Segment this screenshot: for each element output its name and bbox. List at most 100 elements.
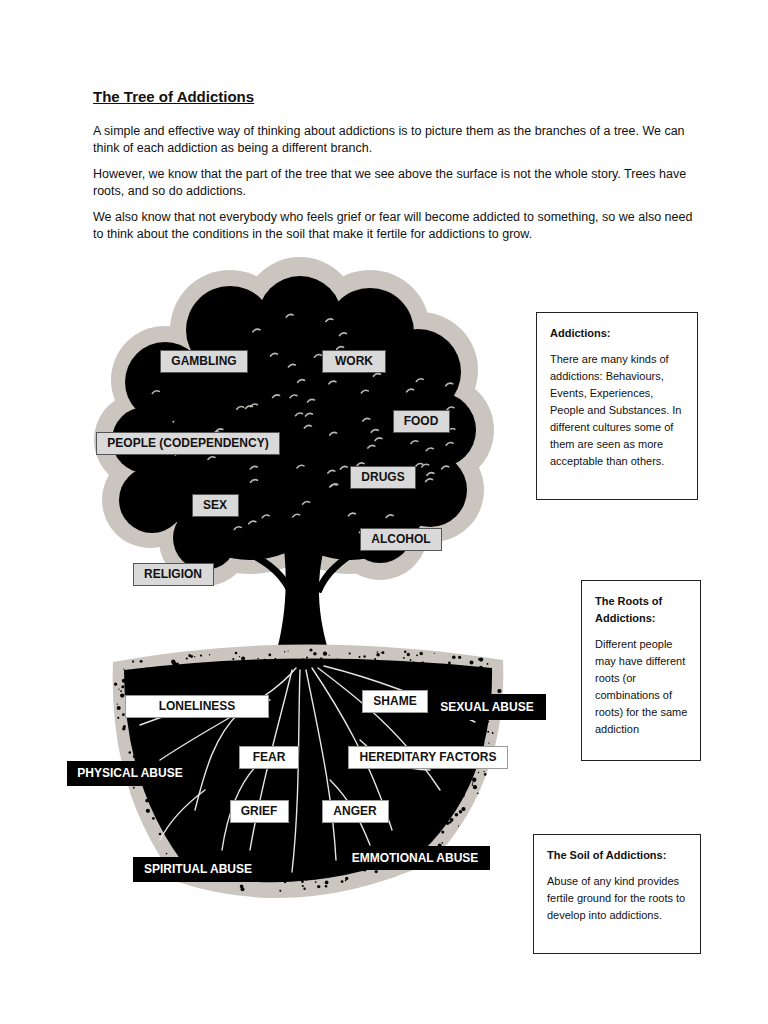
leaf-highlight (375, 438, 382, 441)
speckle (186, 657, 188, 659)
speckle (457, 782, 461, 786)
page-title: The Tree of Addictions (93, 88, 254, 105)
leaf-highlight (407, 389, 414, 392)
addiction-branch-label: SEX (192, 494, 239, 517)
leaf-highlight (416, 379, 423, 382)
speckle (235, 652, 238, 655)
speckle (133, 755, 136, 758)
speckle (360, 667, 361, 668)
speckle (263, 659, 267, 663)
speckle (363, 655, 365, 657)
label-text: GRIEF (240, 801, 279, 822)
speckle (166, 834, 169, 837)
speckle (268, 654, 271, 657)
speckle (159, 833, 162, 836)
leaf-highlight (251, 480, 258, 483)
speckle (122, 679, 126, 683)
speckle (329, 655, 330, 656)
speckle (132, 661, 134, 663)
speckle (176, 662, 179, 665)
speckle (169, 666, 172, 669)
speckle (487, 731, 489, 733)
leaf-highlight (262, 515, 269, 518)
speckle (284, 651, 285, 652)
leaf-highlight (426, 479, 433, 482)
speckle (452, 795, 455, 798)
speckle (228, 665, 229, 666)
speckle (416, 654, 418, 656)
label-text: PEOPLE (CODEPENDENCY) (106, 433, 270, 454)
speckle (259, 662, 261, 664)
panel-heading: The Soil of Addictions: (547, 847, 688, 864)
speckle (313, 652, 317, 656)
info-panel: Addictions:There are many kinds of addic… (536, 312, 698, 500)
speckle (479, 666, 483, 670)
leaf-highlight (273, 395, 280, 398)
label-text: SEXUAL ABUSE (437, 694, 537, 720)
speckle (377, 651, 379, 653)
speckle (179, 852, 181, 854)
speckle (468, 770, 470, 772)
speckle (459, 810, 463, 814)
speckle (274, 873, 278, 877)
speckle (145, 667, 147, 669)
speckle (141, 669, 144, 672)
speckle (466, 775, 470, 779)
speckle (349, 652, 351, 654)
label-text: ALCOHOL (370, 529, 432, 550)
speckle (315, 881, 317, 883)
leaf-highlight (373, 374, 380, 377)
speckle (375, 870, 378, 873)
speckle (241, 657, 245, 661)
leaf-highlight (446, 383, 453, 386)
speckle (146, 809, 150, 813)
speckle (251, 663, 255, 667)
speckle (439, 815, 443, 819)
speckle (478, 658, 481, 661)
leaf-highlight (329, 381, 336, 384)
info-panel: The Roots of Addictions:Different people… (581, 580, 701, 761)
speckle (262, 660, 265, 663)
speckle (464, 669, 466, 671)
speckle (478, 772, 480, 774)
speckle (425, 836, 429, 840)
speckle (376, 653, 380, 657)
branch-limbs (240, 548, 360, 592)
leaf-highlight (290, 395, 297, 398)
label-text: RELIGION (143, 564, 204, 585)
panel-body: There are many kinds of addictions: Beha… (550, 351, 685, 470)
canopy (112, 276, 476, 570)
speckle (151, 803, 153, 805)
speckle (434, 653, 435, 654)
speckle (410, 659, 412, 661)
speckle (132, 672, 133, 673)
speckle (372, 660, 374, 662)
speckle (288, 650, 289, 651)
speckle (120, 690, 122, 692)
speckle (421, 661, 424, 664)
label-text: FEAR (249, 747, 289, 768)
speckle (469, 778, 471, 780)
leaf-highlight (326, 319, 333, 322)
speckle (260, 664, 262, 666)
speckle (265, 875, 267, 877)
label-text: SHAME (372, 691, 418, 712)
speckle (129, 673, 132, 676)
speckle (457, 790, 461, 794)
speckle (323, 652, 327, 656)
speckle (329, 873, 331, 875)
speckle (309, 648, 312, 651)
speckle (396, 666, 398, 668)
speckle (174, 842, 176, 844)
speckle (458, 825, 459, 826)
speckle (448, 662, 451, 665)
speckle (194, 656, 195, 657)
speckle (257, 658, 258, 659)
speckle (123, 669, 124, 670)
leaf-highlight (308, 399, 315, 402)
leaf-highlight (234, 527, 241, 530)
speckle (345, 877, 348, 880)
speckle (129, 751, 132, 754)
speckle (382, 651, 385, 654)
leaf-highlight (363, 418, 370, 421)
